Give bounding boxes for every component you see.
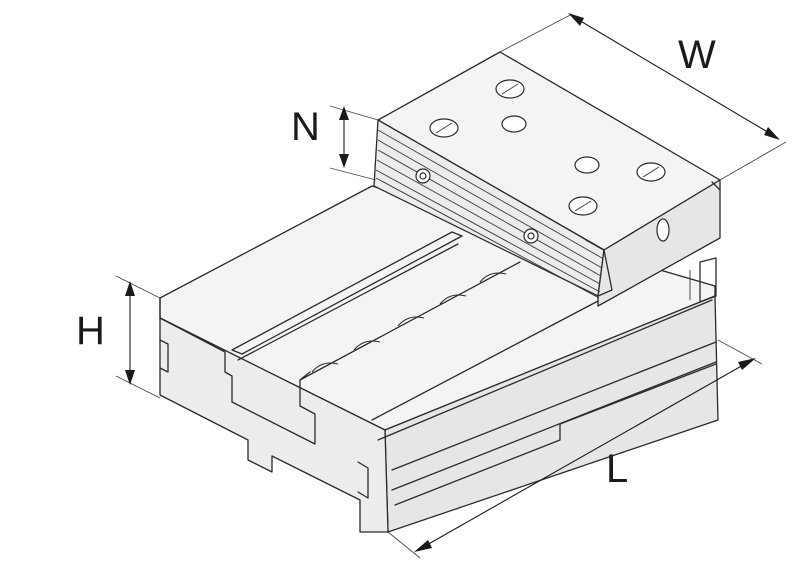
width-label: W: [678, 33, 716, 77]
height-dimension: [115, 275, 161, 399]
height-label: H: [76, 309, 105, 353]
vise-jaw: [373, 51, 721, 307]
width-dimension: [499, 13, 787, 181]
jaw-height-label: N: [291, 105, 320, 149]
length-dimension: [387, 339, 763, 559]
length-label: L: [606, 447, 628, 491]
jaw-height-dimension: [329, 105, 379, 181]
